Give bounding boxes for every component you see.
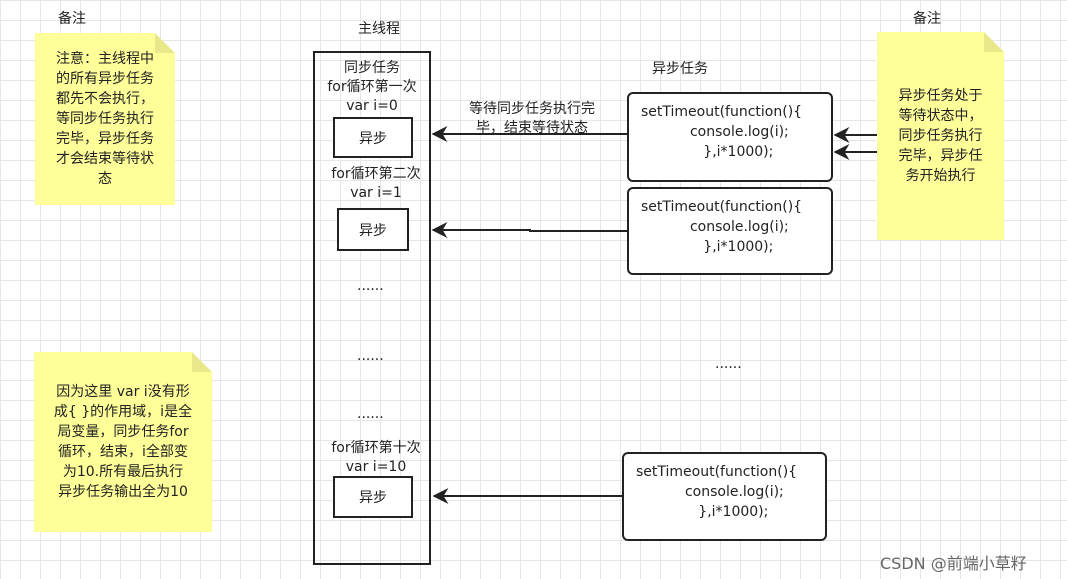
note-header-left: 备注 (58, 11, 86, 27)
note-bottom-left-text: 因为这里 var i没有形 成{ }的作用域，i是全 局变量，同步任务for 循… (53, 384, 193, 500)
arrow-label: 等待同步任务执行完 毕，结束等待状态 (469, 101, 595, 136)
note-bottom-left: 因为这里 var i没有形 成{ }的作用域，i是全 局变量，同步任务for 循… (34, 352, 212, 532)
note-top-left-text: 注意：主线程中 的所有异步任务 都先不会执行， 等同步任务执行 完毕，异步任务 … (56, 51, 154, 187)
main-thread-column (313, 51, 431, 565)
async-box-1: 异步 (333, 117, 413, 158)
ellipsis-2: ...... (357, 348, 384, 364)
async-ellipsis: ...... (715, 356, 742, 372)
code-box-2: setTimeout(function(){ console.log(i); }… (627, 187, 833, 275)
async-box-1-label: 异步 (359, 130, 387, 147)
async-box-3: 异步 (333, 476, 413, 518)
async-box-2: 异步 (337, 208, 409, 251)
code-box-1: setTimeout(function(){ console.log(i); }… (627, 92, 833, 182)
note-right-text: 异步任务处于 等待状态中， 同步任务执行 完毕，异步任 务开始执行 (898, 88, 983, 184)
ellipsis-1: ...... (357, 278, 384, 294)
note-top-left: 注意：主线程中 的所有异步任务 都先不会执行， 等同步任务执行 完毕，异步任务 … (35, 33, 175, 205)
async-box-2-label: 异步 (359, 222, 387, 239)
arrow-code2-to-async2 (431, 222, 627, 238)
async-tasks-header: 异步任务 (652, 61, 708, 77)
loop10-label: for循环第十次 var i=10 (331, 440, 421, 475)
ellipsis-3: ...... (357, 406, 384, 422)
note-right: 异步任务处于 等待状态中， 同步任务执行 完毕，异步任 务开始执行 (877, 32, 1004, 240)
main-thread-header: 主线程 (358, 21, 400, 37)
code-box-3: setTimeout(function(){ console.log(i); }… (622, 452, 827, 541)
loop2-label: for循环第二次 var i=1 (331, 166, 421, 201)
note-header-right: 备注 (913, 11, 941, 27)
sync-task-label: 同步任务 for循环第一次 var i=0 (327, 60, 417, 114)
watermark: CSDN @前端小草籽 (880, 554, 1027, 573)
async-box-3-label: 异步 (359, 490, 387, 506)
